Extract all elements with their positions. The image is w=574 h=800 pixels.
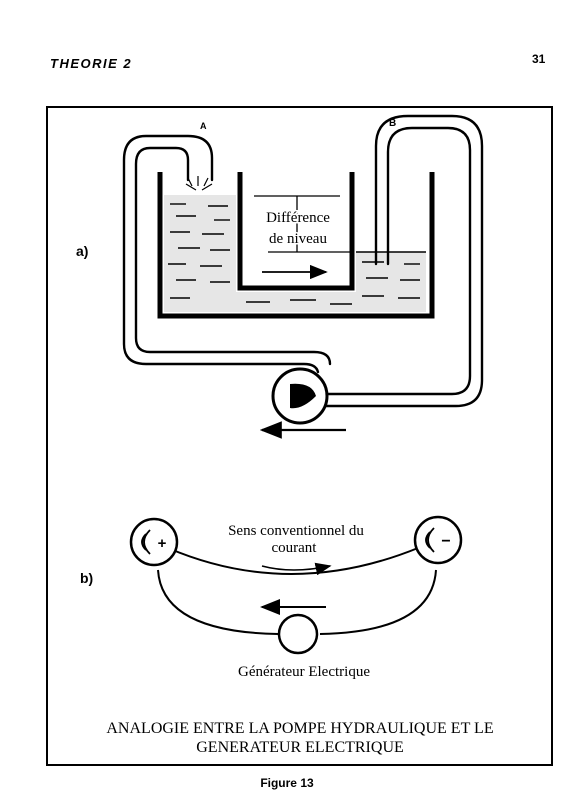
current-text-2: courant: [272, 540, 318, 556]
figure-label: Figure 13: [260, 776, 314, 790]
positive-terminal: [129, 517, 179, 567]
part-label-b: b): [80, 570, 93, 586]
generator: [277, 613, 319, 655]
positive-sign: +: [158, 535, 167, 552]
negative-sign: −: [441, 533, 450, 550]
part-label-a: a): [76, 243, 88, 259]
negative-terminal: [413, 515, 463, 565]
label-a: A: [200, 121, 207, 131]
current-text-1: Sens conventionnel du: [228, 523, 364, 539]
electric-diagram: + − Sens conventionnel du courant Généra…: [80, 515, 463, 680]
water-splash: [185, 176, 213, 191]
generator-label: Générateur Electrique: [238, 664, 370, 680]
chapter-title: THEORIE 2: [50, 56, 133, 71]
level-text-1: Différence: [266, 210, 330, 226]
lower-wire-right: [319, 569, 437, 635]
positive-terminal-arcs: [141, 529, 151, 555]
figure-frame: [46, 106, 553, 766]
hydraulic-diagram: A B Différence de niveau a): [76, 114, 484, 439]
caption-line-1: ANALOGIE ENTRE LA POMPE HYDRAULIQUE ET L…: [106, 720, 494, 737]
pipe: [122, 114, 484, 408]
upper-wire: [167, 547, 419, 575]
container-wall: [157, 172, 435, 319]
label-b: B: [389, 118, 396, 129]
negative-terminal-arcs: [425, 527, 435, 553]
pump-rotor: [290, 383, 316, 409]
water-hatching: [168, 203, 420, 305]
current-arrow-top: [261, 562, 332, 576]
lower-wire-left: [157, 569, 279, 635]
water-fill: [164, 195, 426, 312]
caption-line-2: GENERATEUR ELECTRIQUE: [196, 739, 404, 756]
page-number: 31: [532, 52, 546, 66]
level-text-2: de niveau: [269, 231, 327, 247]
